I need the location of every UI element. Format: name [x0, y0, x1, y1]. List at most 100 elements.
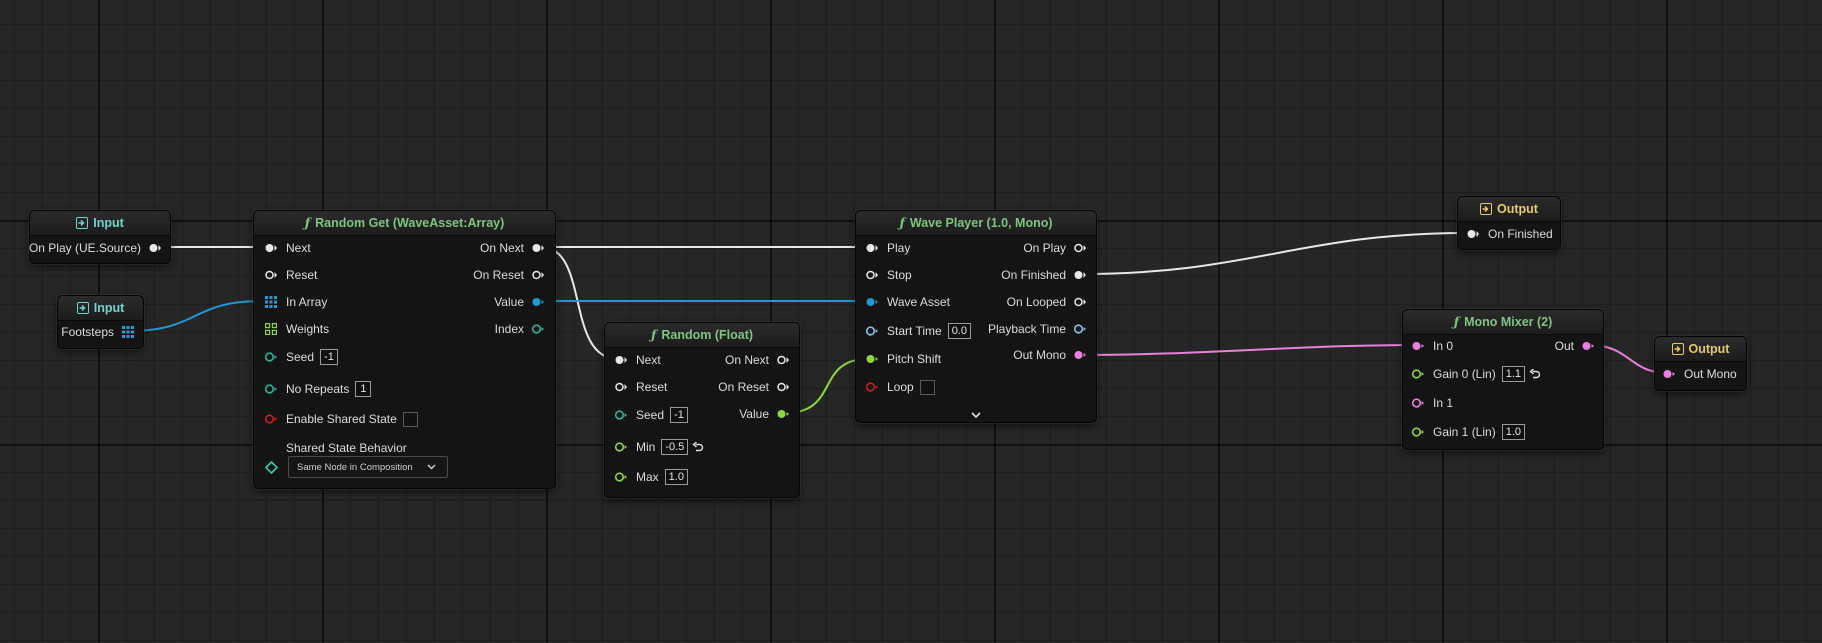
int-pin-icon[interactable] — [614, 408, 628, 422]
bool-pin-icon[interactable] — [865, 380, 879, 394]
exec-pin-icon[interactable] — [1073, 268, 1087, 282]
pin-reset[interactable]: Reset — [614, 377, 667, 397]
int-pin-icon[interactable] — [264, 382, 278, 396]
pin-playback-time[interactable]: Playback Time — [988, 319, 1087, 339]
pin-gain-0[interactable]: Gain 0 (Lin) 1.1 — [1411, 364, 1541, 384]
enum-pin-icon[interactable] — [264, 460, 278, 474]
exec-pin-icon[interactable] — [776, 353, 790, 367]
pin-max[interactable]: Max 1.0 — [614, 467, 688, 487]
start-time-value-field[interactable]: 0.0 — [947, 323, 971, 339]
pin-footsteps[interactable]: Footsteps — [61, 322, 135, 342]
enable-shared-state-checkbox[interactable] — [402, 411, 418, 427]
float-pin-icon[interactable] — [865, 352, 879, 366]
pin-next[interactable]: Next — [264, 238, 311, 258]
pin-weights[interactable]: Weights — [264, 319, 329, 339]
input-node-footsteps[interactable]: Input Footsteps — [57, 295, 144, 349]
pin-value[interactable]: Value — [494, 292, 545, 312]
pin-on-reset[interactable]: On Reset — [718, 377, 790, 397]
float-pin-icon[interactable] — [614, 470, 628, 484]
chevron-down-icon[interactable] — [970, 410, 982, 420]
pin-pitch-shift[interactable]: Pitch Shift — [865, 349, 941, 369]
pin-on-looped[interactable]: On Looped — [1007, 292, 1087, 312]
pin-in-0[interactable]: In 0 — [1411, 336, 1453, 356]
pin-on-finished[interactable]: On Finished — [1001, 265, 1087, 285]
int-pin-icon[interactable] — [531, 322, 545, 336]
seed-value-field[interactable]: -1 — [670, 407, 688, 423]
pin-on-next[interactable]: On Next — [725, 350, 790, 370]
no-repeats-value-field[interactable]: 1 — [355, 381, 372, 397]
exec-pin-icon[interactable] — [148, 241, 162, 255]
array-pin-icon[interactable] — [264, 295, 278, 309]
pin-in-array[interactable]: In Array — [264, 292, 327, 312]
pin-out[interactable]: Out — [1555, 336, 1595, 356]
exec-pin-icon[interactable] — [865, 241, 879, 255]
max-value-field[interactable]: 1.0 — [664, 469, 688, 485]
time-pin-icon[interactable] — [1073, 322, 1087, 336]
output-node-on-finished[interactable]: Output On Finished — [1457, 196, 1561, 250]
pin-on-play[interactable]: On Play (UE.Source) — [29, 238, 162, 258]
pin-no-repeats[interactable]: No Repeats 1 — [264, 379, 372, 399]
pin-in-1[interactable]: In 1 — [1411, 393, 1453, 413]
exec-pin-icon[interactable] — [1466, 227, 1480, 241]
exec-pin-icon[interactable] — [614, 353, 628, 367]
float-pin-icon[interactable] — [1411, 367, 1425, 381]
audio-pin-icon[interactable] — [1581, 339, 1595, 353]
pin-seed[interactable]: Seed -1 — [614, 405, 688, 425]
audio-pin-icon[interactable] — [1073, 348, 1087, 362]
exec-pin-icon[interactable] — [264, 241, 278, 255]
float-pin-icon[interactable] — [614, 440, 628, 454]
reset-to-default-icon[interactable] — [1529, 368, 1541, 380]
exec-pin-icon[interactable] — [264, 268, 278, 282]
array-pin-icon[interactable] — [264, 322, 278, 336]
pin-reset[interactable]: Reset — [264, 265, 317, 285]
pin-enable-shared-state[interactable]: Enable Shared State — [264, 409, 418, 429]
seed-value-field[interactable]: -1 — [320, 349, 338, 365]
gain-0-value-field[interactable]: 1.1 — [1501, 366, 1525, 382]
time-pin-icon[interactable] — [865, 324, 879, 338]
exec-pin-icon[interactable] — [865, 268, 879, 282]
pin-start-time[interactable]: Start Time 0.0 — [865, 321, 971, 341]
int-pin-icon[interactable] — [264, 350, 278, 364]
exec-pin-icon[interactable] — [531, 241, 545, 255]
pin-on-play[interactable]: On Play — [1023, 238, 1087, 258]
pin-stop[interactable]: Stop — [865, 265, 912, 285]
input-node-on-play[interactable]: Input On Play (UE.Source) — [29, 210, 171, 264]
reset-to-default-icon[interactable] — [692, 441, 704, 453]
exec-pin-icon[interactable] — [531, 268, 545, 282]
loop-checkbox[interactable] — [919, 379, 935, 395]
pin-next[interactable]: Next — [614, 350, 661, 370]
wave-pin-icon[interactable] — [531, 295, 545, 309]
wave-pin-icon[interactable] — [865, 295, 879, 309]
min-value-field[interactable]: -0.5 — [661, 439, 689, 455]
gain-1-value-field[interactable]: 1.0 — [1501, 424, 1525, 440]
pin-loop[interactable]: Loop — [865, 377, 935, 397]
exec-pin-icon[interactable] — [1073, 241, 1087, 255]
exec-pin-icon[interactable] — [1073, 295, 1087, 309]
audio-pin-icon[interactable] — [1662, 367, 1676, 381]
pin-seed[interactable]: Seed -1 — [264, 347, 338, 367]
bool-pin-icon[interactable] — [264, 412, 278, 426]
pin-wave-asset[interactable]: Wave Asset — [865, 292, 950, 312]
array-pin-icon[interactable] — [121, 325, 135, 339]
pin-on-reset[interactable]: On Reset — [473, 265, 545, 285]
float-pin-icon[interactable] — [776, 407, 790, 421]
exec-pin-icon[interactable] — [776, 380, 790, 394]
pin-on-finished[interactable]: On Finished — [1466, 224, 1553, 244]
exec-pin-icon[interactable] — [614, 380, 628, 394]
pin-index[interactable]: Index — [495, 319, 545, 339]
pin-gain-1[interactable]: Gain 1 (Lin) 1.0 — [1411, 422, 1525, 442]
audio-pin-icon[interactable] — [1411, 396, 1425, 410]
pin-value[interactable]: Value — [739, 404, 790, 424]
pin-out-mono[interactable]: Out Mono — [1013, 345, 1087, 365]
shared-state-behavior-dropdown[interactable]: Same Node in Composition — [288, 456, 448, 478]
pin-play[interactable]: Play — [865, 238, 910, 258]
pin-min[interactable]: Min -0.5 — [614, 437, 704, 457]
output-node-out-mono[interactable]: Output Out Mono — [1654, 336, 1747, 391]
pin-out-mono[interactable]: Out Mono — [1662, 364, 1737, 384]
float-pin-icon[interactable] — [1411, 425, 1425, 439]
audio-pin-icon[interactable] — [1411, 339, 1425, 353]
